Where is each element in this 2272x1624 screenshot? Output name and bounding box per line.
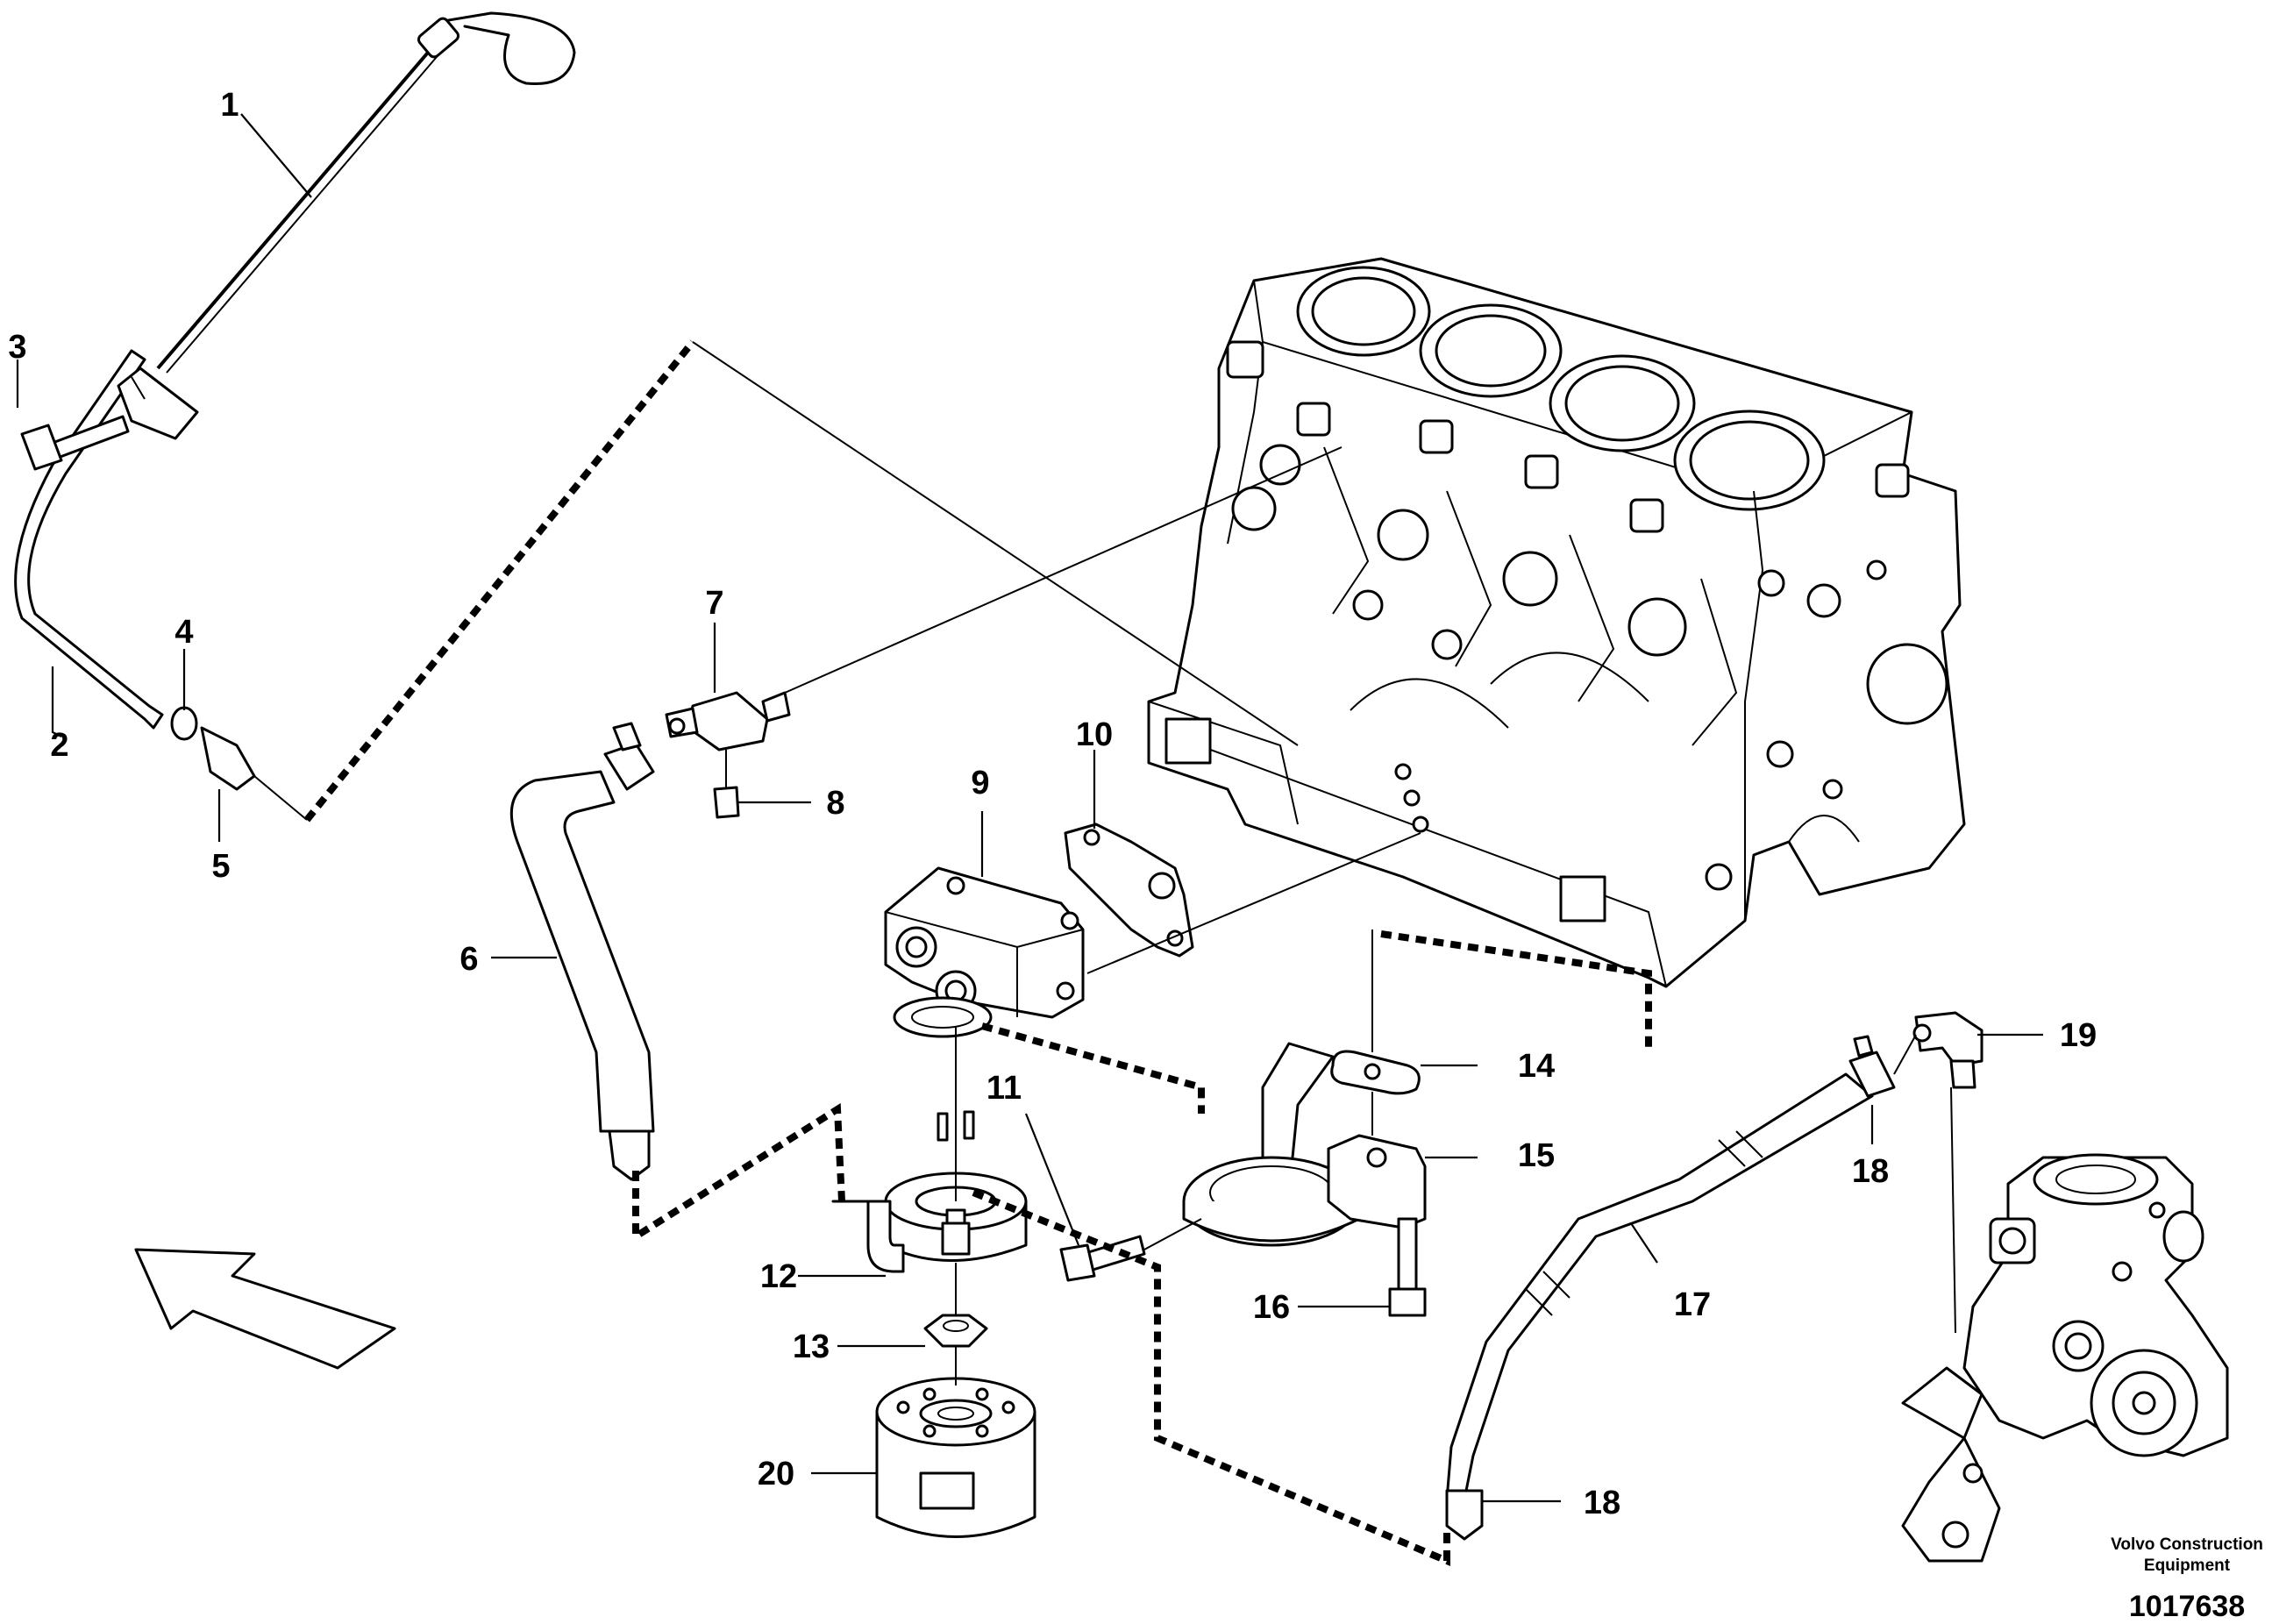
- callout-6: 6: [459, 941, 478, 978]
- callout-14: 14: [1518, 1048, 1555, 1085]
- callout-17: 17: [1674, 1286, 1711, 1323]
- callout-7: 7: [705, 585, 723, 622]
- fitting-7: [665, 691, 791, 751]
- engine-block: [1147, 257, 1966, 988]
- callout-2: 2: [50, 727, 68, 764]
- gasket-10: [1064, 823, 1194, 958]
- oil-filter-20: [875, 1377, 1036, 1538]
- callout-5: 5: [211, 848, 230, 885]
- callout-10: 10: [1076, 716, 1113, 753]
- callout-19: 19: [2060, 1017, 2097, 1054]
- adapter-5: [200, 726, 256, 791]
- oil-strainer-assembly: [1182, 930, 1427, 1317]
- callout-18-lower: 18: [1584, 1485, 1620, 1521]
- credit-line-2: Equipment: [2144, 1556, 2231, 1575]
- callout-3: 3: [8, 329, 26, 366]
- callout-18-upper: 18: [1852, 1153, 1889, 1190]
- document-number: 1017638: [2129, 1590, 2245, 1623]
- nut-13: [923, 1314, 988, 1348]
- bolt-3: [20, 415, 130, 471]
- callout-1: 1: [220, 87, 239, 124]
- dipstick-assembly: [14, 11, 576, 821]
- water-pump: [1901, 1153, 2229, 1563]
- front-direction-arrow: [134, 1248, 396, 1370]
- clamp-18-upper: [1848, 1051, 1896, 1098]
- leader-lines: [16, 113, 2043, 1503]
- oil-pipe-17: [1445, 1072, 1874, 1501]
- callout-labels: 1 2 3 4 5 6 7 8 9 10 11 12 13 14 15 16 1…: [8, 87, 2097, 1521]
- callout-8: 8: [826, 785, 844, 822]
- callout-4: 4: [174, 614, 193, 651]
- callout-20: 20: [758, 1456, 794, 1492]
- clamp-18-lower: [1445, 1489, 1484, 1541]
- o-ring-4: [170, 706, 198, 741]
- plug-8: [713, 786, 740, 819]
- bolt-11: [1059, 1235, 1146, 1282]
- elbow-fitting-19: [1912, 1011, 1984, 1089]
- breather-hose-assembly: [509, 691, 791, 1181]
- callout-16: 16: [1253, 1289, 1290, 1326]
- bolt-16: [1397, 1217, 1418, 1291]
- callout-13: 13: [793, 1328, 830, 1365]
- oil-filter-housing-9: [884, 866, 1085, 1038]
- oil-cooler-12: [831, 1110, 1028, 1273]
- callout-12: 12: [760, 1258, 797, 1295]
- callout-15: 15: [1518, 1137, 1555, 1174]
- connector-lines: [692, 341, 1956, 1334]
- routing-dashed-lines: [303, 339, 1652, 1567]
- flange-15: [1327, 1134, 1427, 1229]
- callout-11: 11: [986, 1070, 1022, 1107]
- callout-9: 9: [971, 765, 989, 801]
- credit-line-1: Volvo Construction: [2111, 1535, 2263, 1554]
